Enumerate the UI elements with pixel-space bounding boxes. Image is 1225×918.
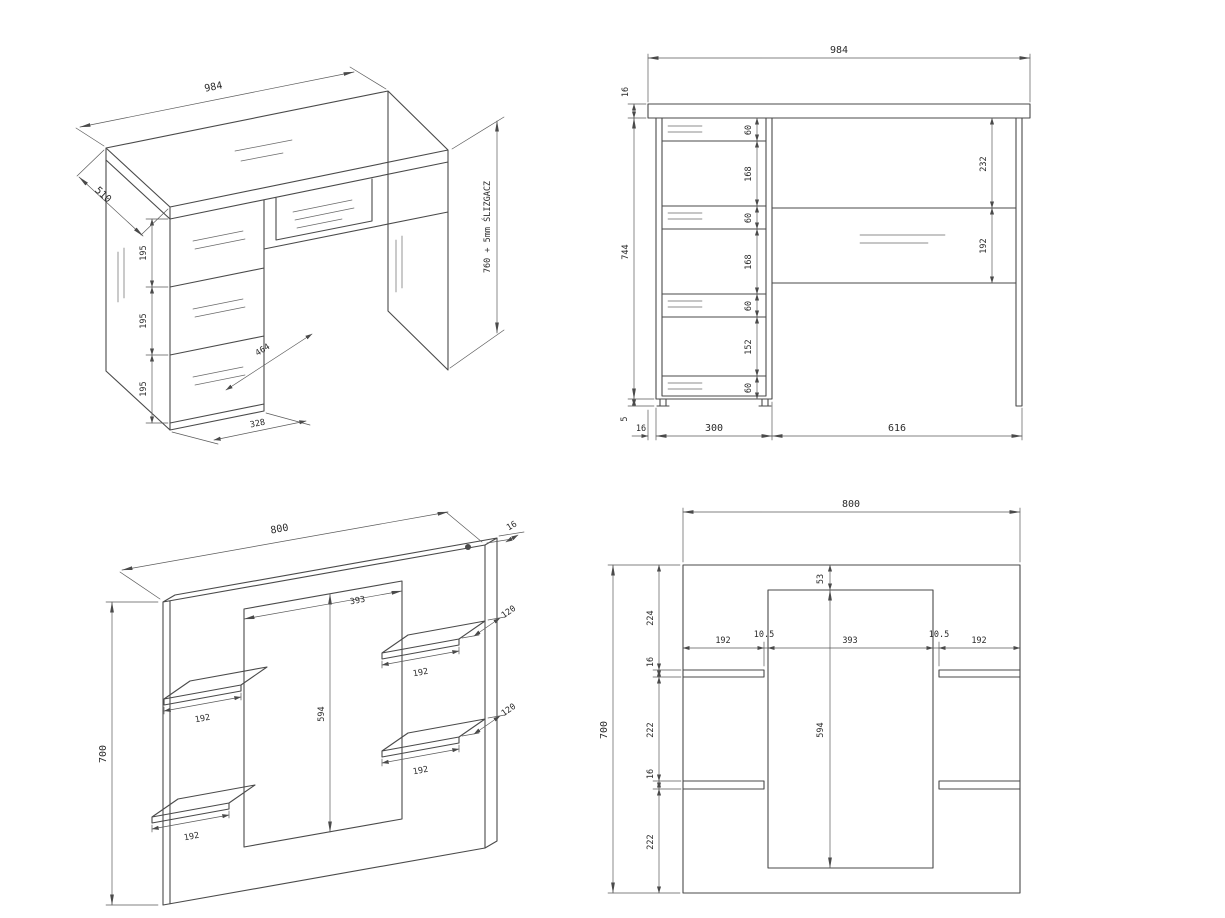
panel-outline [682, 564, 1021, 894]
back-rail [771, 207, 1017, 284]
dim-door-top-gap: 53 [816, 574, 826, 584]
dim-door-front-height: 594 [816, 722, 826, 737]
panel-front-view: 800 700 224 16 222 16 222 53 594 192 10.… [599, 499, 1021, 894]
door-outline [767, 589, 934, 869]
dim-lchain-3: 16 [646, 769, 656, 779]
dim-chain-3: 168 [744, 254, 754, 269]
dim-door-width: 393 [349, 595, 366, 608]
dim-panel-thickness: 16 [636, 424, 646, 434]
dim-drawer-3: 195 [139, 381, 149, 396]
desk-front-elevation: 984 16 744 60 168 60 168 60 152 60 232 1… [620, 45, 1031, 441]
dim-bchain-4: 192 [971, 636, 986, 646]
dim-panel-height: 700 [98, 745, 109, 763]
dim-opening-width: 616 [888, 423, 906, 434]
dim-front-width: 984 [830, 45, 848, 56]
panel-isometric-view: 800 16 700 393 594 192 192 192 192 120 1 [98, 511, 525, 906]
dim-bchain-3: 10.5 [929, 630, 949, 640]
dim-panel-front-height: 700 [599, 721, 610, 739]
dim-side-height: 744 [621, 244, 631, 259]
dim-right-top-gap: 232 [979, 156, 989, 171]
shelf-right-2 [381, 718, 486, 758]
shelf-lines [682, 669, 1021, 790]
shelf-left-1 [163, 666, 268, 706]
desk-centre-drawer [263, 178, 449, 250]
dim-back-rail: 192 [979, 238, 989, 253]
desk-detail-lines [117, 139, 403, 386]
dim-chain-0: 60 [744, 125, 754, 135]
dim-foot-gap: 5 [620, 416, 630, 421]
dim-lchain-0: 224 [646, 610, 656, 625]
dim-shelf-left-1: 192 [194, 713, 211, 726]
dim-chain-4: 60 [744, 301, 754, 311]
dim-shelf-depth-2: 120 [500, 702, 518, 719]
dim-bchain-0: 192 [715, 636, 730, 646]
panel-door [243, 580, 403, 848]
dim-chain-5: 152 [744, 339, 754, 354]
dim-pedestal-width-front: 300 [705, 423, 723, 434]
right-leg [1015, 117, 1023, 407]
dim-desk-diagonal: 464 [254, 342, 272, 359]
dim-lchain-2: 222 [646, 722, 656, 737]
reference-dot [465, 544, 471, 550]
desk-top [105, 90, 449, 220]
dim-shelf-depth-1: 120 [500, 604, 518, 621]
back-rail-detail [859, 234, 946, 244]
dim-panel-thickness: 16 [505, 519, 519, 533]
dim-panel-front-width: 800 [842, 499, 860, 510]
pedestal-internal-lines [661, 140, 767, 377]
desk-left-panel [105, 159, 171, 431]
dim-chain-1: 168 [744, 166, 754, 181]
dim-shelf-right-2: 192 [412, 765, 429, 778]
dim-desk-depth: 510 [92, 185, 113, 205]
desk-isometric-view: 984 510 195 195 195 464 328 760 + 5mm ŚL… [75, 66, 505, 445]
dim-drawer-2: 195 [139, 313, 149, 328]
dim-pedestal-width: 328 [249, 418, 266, 431]
dim-shelf-left-2: 192 [183, 831, 200, 844]
dim-chain-6: 60 [744, 383, 754, 393]
shelf-right-1 [381, 620, 486, 660]
dim-drawer-1: 195 [139, 245, 149, 260]
pedestal-detail-lines [667, 125, 703, 390]
desk-top-front [647, 103, 1031, 119]
dim-top-thickness: 16 [621, 87, 631, 97]
dim-desk-height: 760 + 5mm ŚLIZGACZ [481, 181, 493, 273]
dim-lchain-1: 16 [646, 657, 656, 667]
pedestal-feet [656, 398, 772, 407]
dim-door-height: 594 [317, 706, 327, 721]
dim-desk-width: 984 [204, 80, 224, 94]
dim-bchain-1: 10.5 [754, 630, 774, 640]
desk-pedestal [169, 199, 265, 431]
dim-chain-2: 60 [744, 213, 754, 223]
desk-right-panel [387, 102, 449, 371]
dim-bchain-2: 393 [842, 636, 857, 646]
dim-lchain-4: 222 [646, 834, 656, 849]
shelf-left-2 [151, 784, 256, 824]
dim-panel-width: 800 [270, 523, 290, 537]
dim-shelf-right-1: 192 [412, 667, 429, 680]
pedestal-panels [655, 117, 773, 400]
